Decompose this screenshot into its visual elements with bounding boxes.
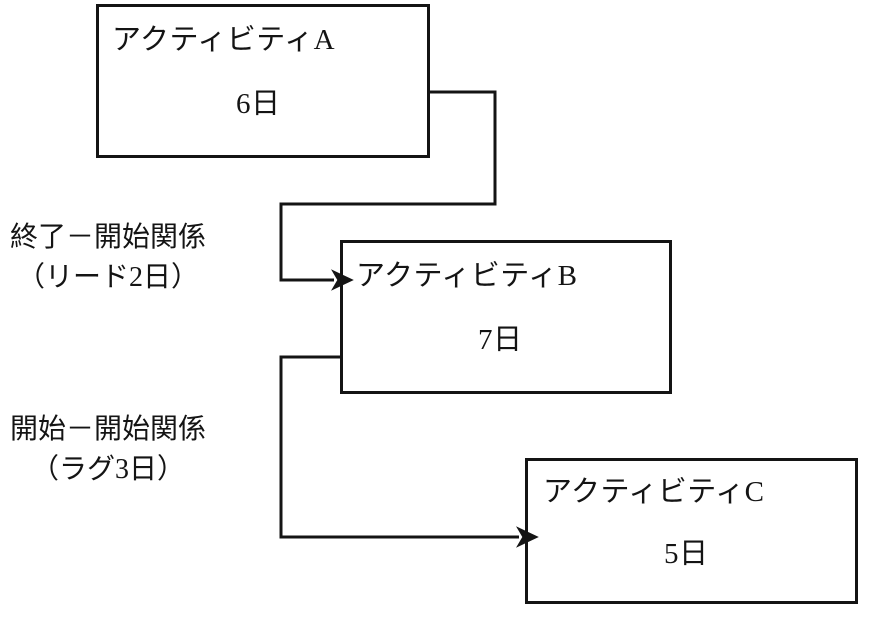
activity-node-c — [525, 458, 858, 604]
activity-a-title: アクティビティA — [112, 24, 336, 56]
activity-node-b — [340, 240, 672, 394]
activity-b-duration: 7日 — [478, 324, 523, 356]
relationship-label-start-to-start: 開始－開始関係 （ラグ3日） — [10, 410, 206, 490]
connector-a-to-b — [279, 90, 497, 291]
activity-a-duration: 6日 — [236, 88, 281, 120]
activity-c-duration: 5日 — [664, 538, 709, 570]
relationship-fs-type: 終了－開始関係 — [10, 222, 207, 253]
connector-b-to-c — [279, 355, 539, 548]
relationship-fs-lead: （リード2日） — [17, 261, 200, 293]
relationship-ss-lag: （ラグ3日） — [31, 453, 186, 485]
activity-b-title: アクティビティB — [356, 260, 578, 292]
activity-c-title: アクティビティC — [543, 476, 765, 508]
relationship-ss-type: 開始－開始関係 — [10, 414, 207, 445]
activity-node-a — [96, 4, 430, 158]
relationship-label-finish-to-start: 終了－開始関係 （リード2日） — [10, 218, 206, 298]
